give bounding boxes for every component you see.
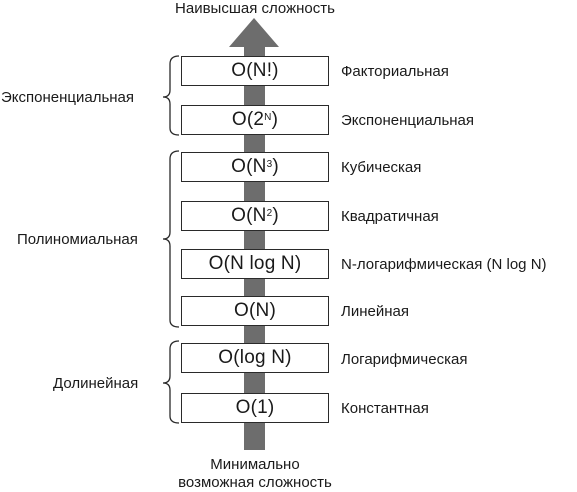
complexity-box-logarithmic: O(log N) (181, 343, 329, 373)
bottom-caption-line1: Минимально (210, 456, 300, 473)
level-label-exponential: Экспоненциальная (341, 112, 475, 129)
complexity-box-factorial: O(N!) (181, 56, 329, 86)
notation: O(2 (231, 109, 265, 130)
notation-close: ) (272, 156, 279, 177)
notation: O(N log N) (208, 253, 302, 274)
bracket-polynomial (162, 150, 180, 328)
level-label-logarithmic: Логарифмическая (341, 351, 468, 368)
level-label-factorial: Факториальная (341, 63, 449, 80)
arrow-head (229, 18, 279, 47)
notation: O(N (231, 156, 267, 177)
notation-close: ) (271, 109, 279, 130)
group-label-exponential: Экспоненциальная (1, 89, 135, 106)
bottom-caption-line2: возможная сложность (178, 474, 332, 491)
notation: O(N!) (231, 60, 279, 81)
level-label-linear: Линейная (341, 303, 409, 320)
notation: O(N (231, 205, 267, 226)
level-label-cubic: Кубическая (341, 159, 422, 176)
notation: O(N) (234, 300, 276, 321)
group-label-polynomial: Полиномиальная (17, 231, 138, 248)
complexity-box-constant: O(1) (181, 393, 329, 423)
level-label-constant: Константная (341, 400, 429, 417)
notation-close: ) (272, 205, 279, 226)
complexity-box-n-log-n: O(N log N) (181, 249, 329, 279)
group-label-sublinear: Долинейная (53, 375, 139, 392)
level-label-quadratic: Квадратичная (341, 208, 439, 225)
level-label-n-log-n: N-логарифмическая (N log N) (341, 256, 547, 273)
notation: O(log N) (218, 347, 292, 368)
bracket-exponential (162, 55, 180, 136)
notation: O(1) (235, 397, 275, 418)
top-caption: Наивысшая сложность (175, 0, 335, 17)
complexity-box-linear: O(N) (181, 296, 329, 326)
bracket-sublinear (162, 340, 180, 424)
